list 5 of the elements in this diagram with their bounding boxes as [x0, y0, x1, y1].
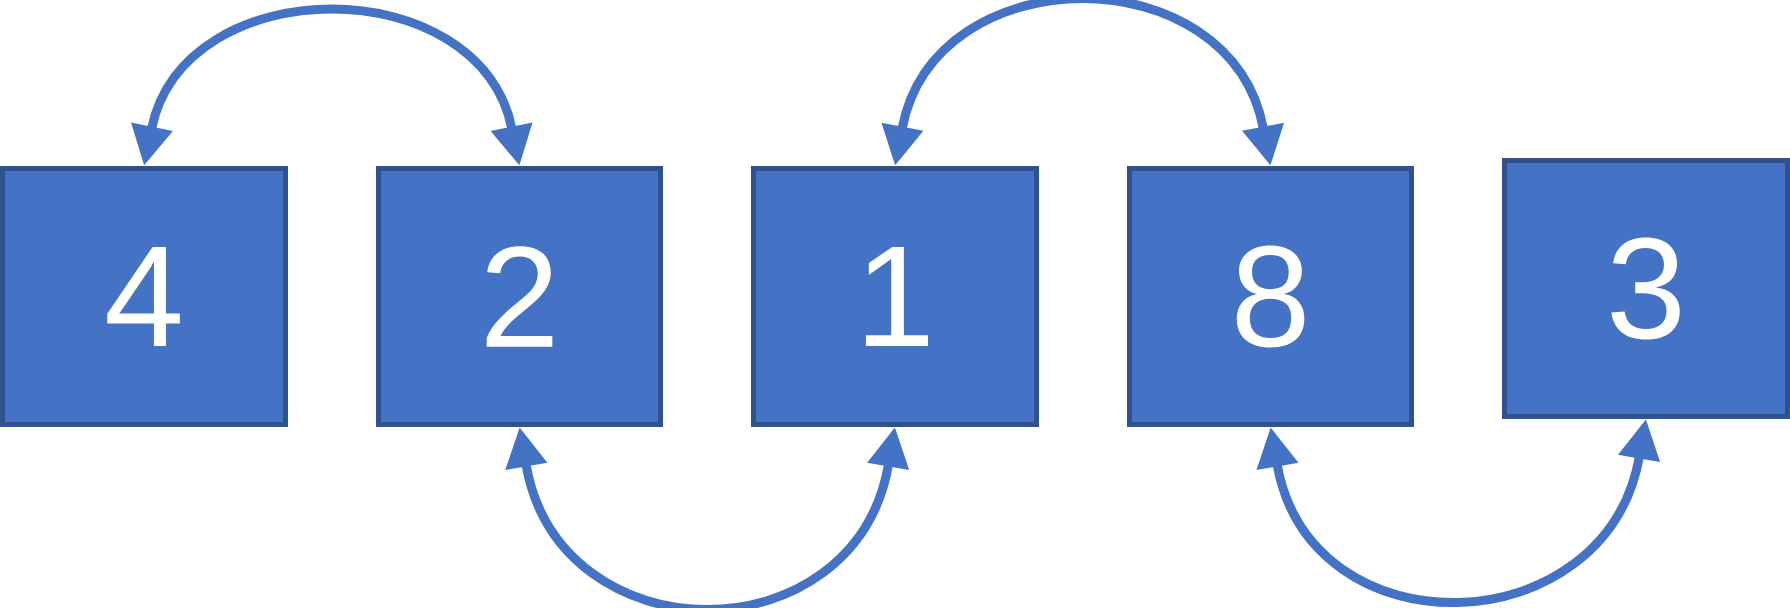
number-box: 3: [1502, 158, 1790, 419]
number-box: 4: [0, 166, 288, 427]
number-box: 1: [751, 166, 1039, 427]
number-box: 2: [376, 166, 663, 427]
number-box: 8: [1127, 166, 1414, 427]
